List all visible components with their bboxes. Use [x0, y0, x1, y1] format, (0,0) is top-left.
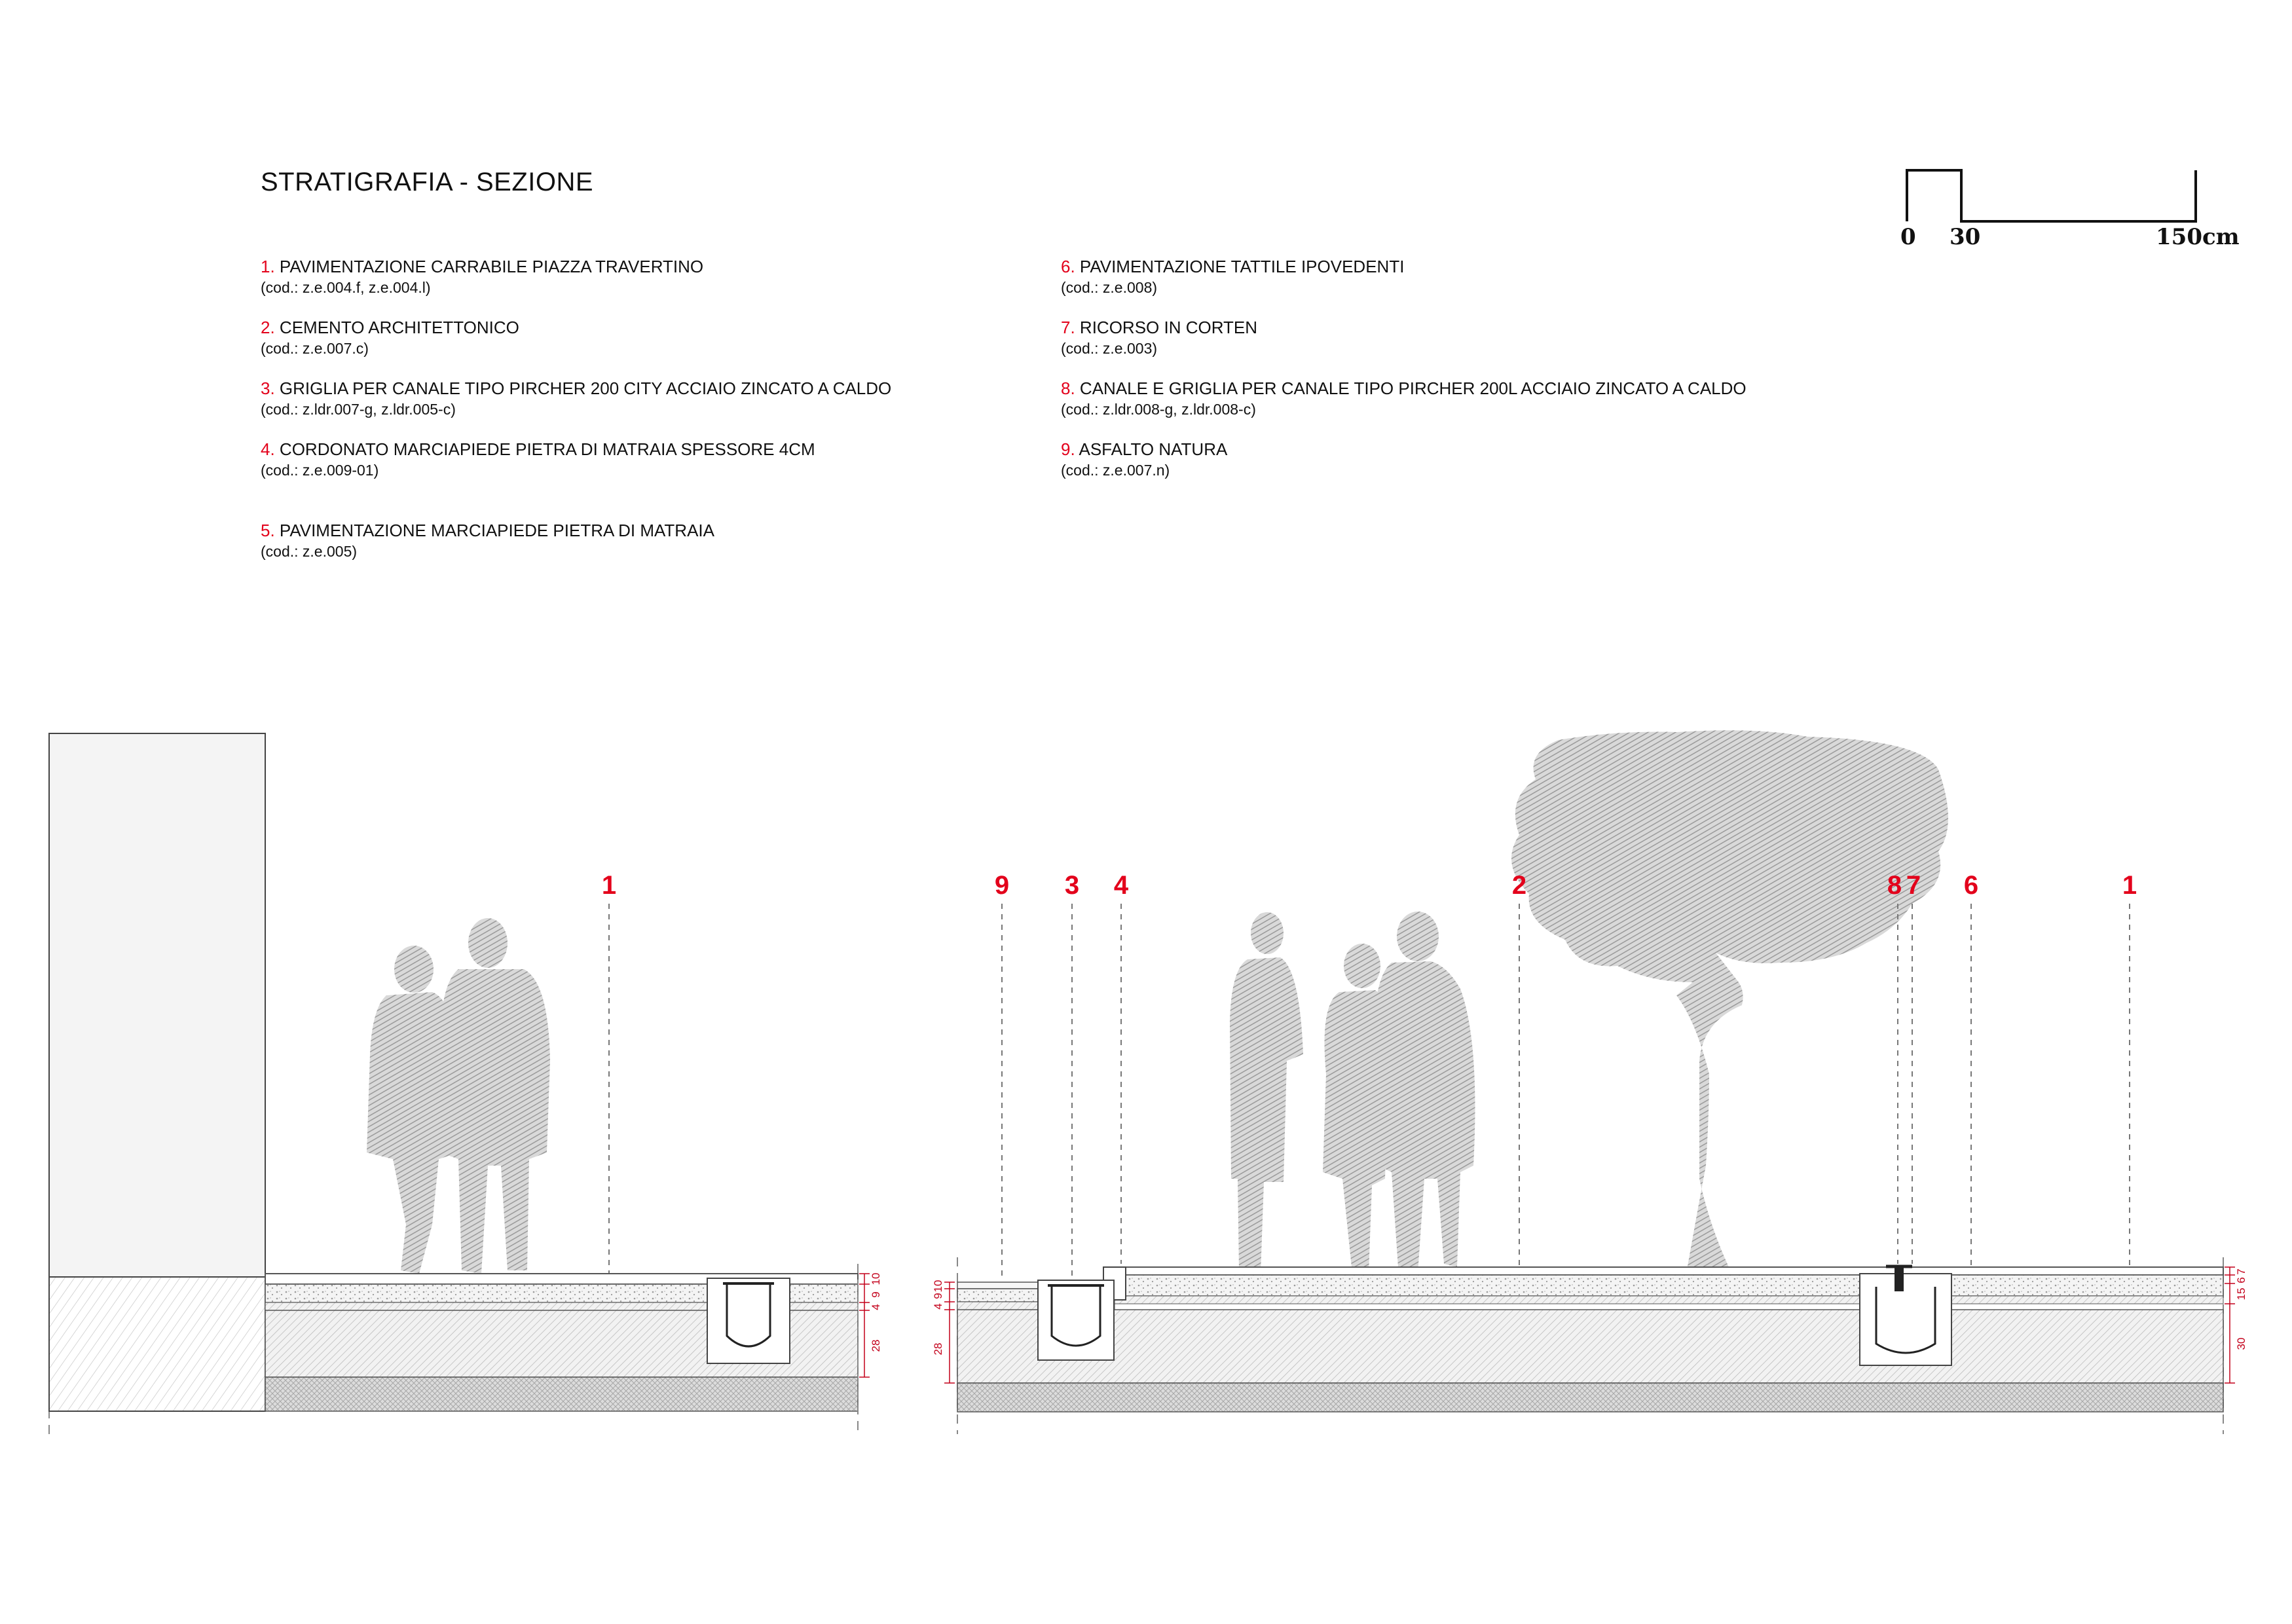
legend-code: (cod.: z.ldr.007-g, z.ldr.005-c): [261, 401, 456, 418]
tree-silhouette: [1511, 730, 1948, 1274]
dimension-label: 9: [932, 1293, 944, 1299]
legend-code: (cod.: z.ldr.008-g, z.ldr.008-c): [1061, 401, 1256, 418]
callout-7: 7: [1906, 871, 1921, 900]
callout-leaders-right: [1001, 904, 2130, 1280]
callout-2: 2: [1512, 871, 1526, 900]
legend-number: 3.: [261, 378, 275, 398]
scale-label-150: 150cm: [2156, 224, 2240, 250]
legend-item-6: 6. PAVIMENTAZIONE TATTILE IPOVEDENTI (co…: [1061, 255, 1404, 297]
legend-text: CANALE E GRIGLIA PER CANALE TIPO PIRCHER…: [1079, 378, 1747, 398]
legend-item-4: 4. CORDONATO MARCIAPIEDE PIETRA DI MATRA…: [261, 438, 815, 480]
layer-subgrade: [957, 1382, 2224, 1412]
callout-1-right: 1: [2122, 871, 2137, 900]
legend-text: PAVIMENTAZIONE TATTILE IPOVEDENTI: [1079, 257, 1405, 276]
legend-code: (cod.: z.e.004.f, z.e.004.l): [261, 279, 431, 296]
legend-code: (cod.: z.e.007.n): [1061, 462, 1170, 479]
legend-code: (cod.: z.e.003): [1061, 340, 1158, 357]
legend-number: 8.: [1061, 378, 1075, 398]
callout-6: 6: [1964, 871, 1978, 900]
legend-number: 5.: [261, 521, 275, 540]
legend-item-1: 1. PAVIMENTAZIONE CARRABILE PIAZZA TRAVE…: [261, 255, 703, 297]
layer-bedding-upper: [1114, 1274, 2224, 1297]
legend-item-7: 7. RICORSO IN CORTEN (cod.: z.e.003): [1061, 316, 1257, 358]
dimension-label: 30: [2235, 1338, 2247, 1350]
callout-9: 9: [995, 871, 1009, 900]
dimension-label: 6: [2235, 1277, 2247, 1283]
legend-right: 6. PAVIMENTAZIONE TATTILE IPOVEDENTI (co…: [1061, 255, 1899, 504]
layer-subgrade: [265, 1376, 859, 1412]
legend-text: RICORSO IN CORTEN: [1079, 318, 1258, 337]
legend-item-3: 3. GRIGLIA PER CANALE TIPO PIRCHER 200 C…: [261, 377, 891, 419]
legend-item-8: 8. CANALE E GRIGLIA PER CANALE TIPO PIRC…: [1061, 377, 1747, 419]
legend-number: 2.: [261, 318, 275, 337]
pedestrian-couple-silhouette: [367, 918, 550, 1274]
legend-number: 7.: [1061, 318, 1075, 337]
dimension-chain-left: [859, 1273, 870, 1378]
legend-text: CORDONATO MARCIAPIEDE PIETRA DI MATRAIA …: [279, 439, 815, 459]
legend-code: (cod.: z.e.009-01): [261, 462, 379, 479]
scale-bar: 0 30 150cm: [1899, 164, 2240, 262]
pedestrian-group-silhouette: [1230, 912, 1475, 1274]
legend-number: 4.: [261, 439, 275, 459]
scale-label-0: 0: [1900, 224, 1916, 250]
callout-4: 4: [1114, 871, 1129, 900]
legend-text: PAVIMENTAZIONE CARRABILE PIAZZA TRAVERTI…: [279, 257, 704, 276]
dimension-label: 10: [870, 1273, 882, 1285]
dimension-label: 7: [2235, 1268, 2247, 1274]
drain-channel-left: [707, 1278, 790, 1364]
dimension-label: 28: [870, 1340, 882, 1352]
right-section: 9 3 4 2 8 7 6 1 10 9 4 28 7 6 15 3: [932, 730, 2247, 1434]
legend-text: GRIGLIA PER CANALE TIPO PIRCHER 200 CITY…: [279, 378, 892, 398]
layer-base: [957, 1309, 2224, 1384]
legend-code: (cod.: z.e.008): [1061, 279, 1158, 296]
legend-item-2: 2. CEMENTO ARCHITETTONICO (cod.: z.e.007…: [261, 316, 519, 358]
legend-number: 9.: [1061, 439, 1075, 459]
layer-concrete-surface: [1114, 1266, 2224, 1276]
dimension-label: 10: [932, 1280, 944, 1293]
drawing-title: STRATIGRAFIA - SEZIONE: [261, 168, 594, 196]
left-section: 1 10 9 4 28: [48, 733, 882, 1434]
legend-number: 6.: [1061, 257, 1075, 276]
legend-code: (cod.: z.e.005): [261, 543, 358, 560]
dimension-label: 9: [870, 1291, 882, 1297]
legend-number: 1.: [261, 257, 275, 276]
callout-1: 1: [602, 871, 616, 900]
drain-channel-right-b: [1859, 1264, 1952, 1366]
adjacent-building: [48, 733, 266, 1278]
legend-item-5: 5. PAVIMENTAZIONE MARCIAPIEDE PIETRA DI …: [261, 519, 714, 561]
legend-text: PAVIMENTAZIONE MARCIAPIEDE PIETRA DI MAT…: [279, 521, 714, 540]
legend-text: CEMENTO ARCHITETTONICO: [279, 318, 519, 337]
callout-3: 3: [1065, 871, 1079, 900]
callout-8: 8: [1887, 871, 1902, 900]
building-foundation: [48, 1276, 266, 1412]
drain-channel-right-a: [1037, 1280, 1115, 1361]
scale-bar-graphic: [1906, 169, 2197, 223]
dimension-chain-right-right: [2225, 1266, 2235, 1384]
legend-left: 1. PAVIMENTAZIONE CARRABILE PIAZZA TRAVE…: [261, 255, 1099, 570]
legend-item-9: 9. ASFALTO NATURA (cod.: z.e.007.n): [1061, 438, 1227, 480]
dimension-label: 28: [932, 1343, 944, 1356]
legend-text: ASFALTO NATURA: [1079, 439, 1228, 459]
dimension-label: 15: [2235, 1288, 2247, 1301]
legend-code: (cod.: z.e.007.c): [261, 340, 369, 357]
dimension-label: 4: [932, 1303, 944, 1309]
layer-screed-upper: [1114, 1295, 2224, 1304]
dimension-label: 4: [870, 1304, 882, 1310]
dimension-chain-right-left: [944, 1282, 955, 1384]
scale-label-30: 30: [1950, 224, 1981, 250]
